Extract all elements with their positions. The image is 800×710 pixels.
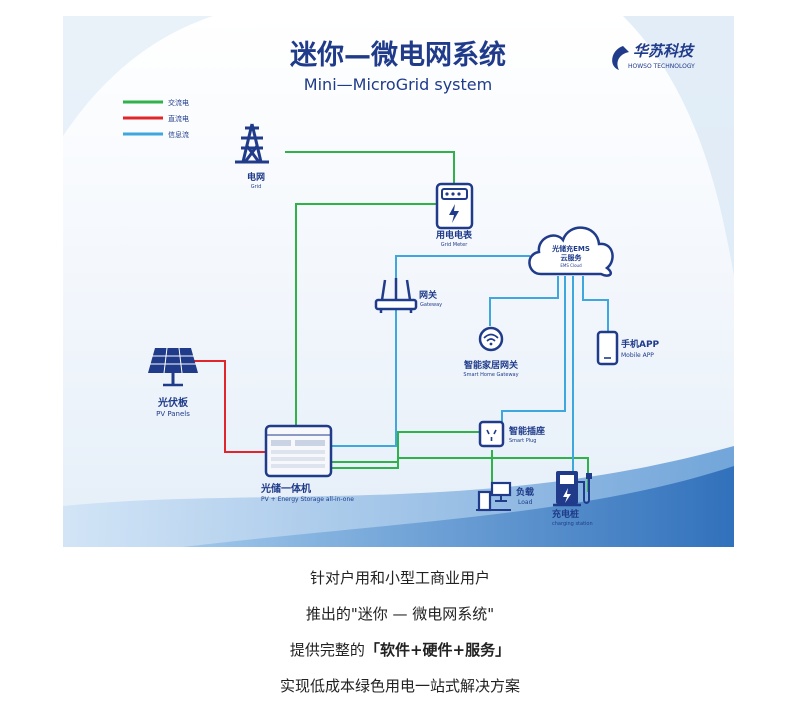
gateway-node: 网关 Gateway bbox=[374, 278, 442, 313]
plug-label-en: Smart Plug bbox=[509, 438, 536, 444]
plug-node: 智能插座 Smart Plug bbox=[478, 420, 545, 448]
grid-label-cn: 电网 bbox=[247, 171, 265, 183]
storage-label-en: PV + Energy Storage all-in-one bbox=[261, 496, 354, 503]
caption-line-3-prefix: 提供完整的 bbox=[289, 641, 365, 659]
cloud-label-cn1: 光储充EMS bbox=[551, 244, 590, 253]
app-label-en: Mobile APP bbox=[621, 352, 654, 359]
caption-line-3-bold: 「软件+硬件+服务」 bbox=[364, 641, 511, 659]
legend-dc-label: 直流电 bbox=[168, 114, 189, 123]
info-cloud-app bbox=[582, 276, 609, 332]
storage-label-cn: 光储一体机 bbox=[260, 482, 311, 495]
info-cloud-plug bbox=[501, 276, 566, 426]
caption-line-4: 实现低成本绿色用电一站式解决方案 bbox=[279, 677, 520, 695]
legend-info-label: 信息流 bbox=[168, 130, 189, 139]
power-tower-icon bbox=[235, 123, 269, 164]
grid-node: 电网 Grid bbox=[235, 123, 269, 190]
pv-node: 光伏板 PV Panels bbox=[148, 347, 198, 418]
gateway-label-en: Gateway bbox=[420, 302, 442, 308]
charger-node: 充电桩 charging station bbox=[552, 471, 593, 527]
load-label-cn: 负载 bbox=[516, 486, 534, 498]
title-en: Mini—MicroGrid system bbox=[304, 75, 492, 94]
legend-ac-label: 交流电 bbox=[168, 98, 189, 107]
company-logo: 华苏科技 HOWSO TECHNOLOGY bbox=[612, 42, 695, 70]
title-cn: 迷你—微电网系统 bbox=[290, 39, 506, 71]
bottom-swoosh-dark bbox=[183, 466, 734, 547]
logo-en: HOWSO TECHNOLOGY bbox=[628, 63, 695, 70]
meter-label-en: Grid Meter bbox=[441, 242, 469, 248]
meter-label-cn: 用电电表 bbox=[435, 229, 473, 241]
microgrid-diagram: 迷你—微电网系统 Mini—MicroGrid system 华苏科技 HOWS… bbox=[63, 16, 734, 547]
ac-storage-charger bbox=[331, 457, 589, 492]
solar-panel-icon bbox=[148, 347, 198, 387]
storage-unit-icon bbox=[264, 424, 333, 478]
app-label-cn: 手机APP bbox=[621, 338, 660, 350]
ac-storage-plug bbox=[331, 431, 480, 463]
router-icon bbox=[374, 278, 418, 313]
grid-label-en: Grid bbox=[251, 184, 262, 190]
load-label-en: Load bbox=[518, 499, 533, 506]
caption: 针对户用和小型工商业用户 推出的"迷你 — 微电网系统" 提供完整的「软件+硬件… bbox=[0, 560, 800, 704]
info-storage-gateway bbox=[331, 255, 530, 447]
cloud-label-cn2: 云服务 bbox=[561, 253, 583, 262]
logo-cn: 华苏科技 bbox=[633, 42, 695, 60]
logo-mark-icon bbox=[612, 46, 629, 70]
cloud-label-en: EMS Cloud bbox=[560, 263, 582, 268]
meter-icon bbox=[435, 182, 474, 230]
ev-charger-icon bbox=[553, 471, 592, 507]
charger-label-en: charging station bbox=[552, 521, 593, 527]
pv-label-en: PV Panels bbox=[156, 410, 190, 418]
wifi-hub-icon bbox=[478, 326, 504, 352]
left-swoosh bbox=[63, 16, 213, 136]
cloud-icon bbox=[528, 226, 614, 277]
load-node: 负载 Load bbox=[476, 481, 534, 512]
pv-label-cn: 光伏板 bbox=[157, 396, 189, 409]
app-node: 手机APP Mobile APP bbox=[596, 330, 660, 366]
dc-pv-storage bbox=[193, 360, 266, 453]
info-lines bbox=[331, 255, 609, 486]
right-swoosh bbox=[623, 16, 734, 276]
gateway-label-cn: 网关 bbox=[419, 289, 437, 301]
home-gateway-label-en: Smart Home Gateway bbox=[463, 372, 518, 378]
ac-grid-meter bbox=[285, 151, 455, 184]
socket-icon bbox=[478, 420, 505, 448]
charger-label-cn: 充电桩 bbox=[552, 508, 579, 520]
phone-icon bbox=[596, 330, 619, 366]
legend: 交流电 直流电 信息流 bbox=[123, 98, 189, 139]
info-cloud-homegateway bbox=[489, 276, 559, 326]
storage-node: 光储一体机 PV + Energy Storage all-in-one bbox=[260, 424, 354, 503]
computer-load-icon bbox=[476, 481, 512, 512]
meter-node: 用电电表 Grid Meter bbox=[435, 182, 474, 248]
home-gateway-label-cn: 智能家居网关 bbox=[464, 359, 518, 371]
caption-line-2: 推出的"迷你 — 微电网系统" bbox=[305, 605, 495, 623]
home-gateway-node: 智能家居网关 Smart Home Gateway bbox=[463, 326, 519, 378]
caption-line-1: 针对户用和小型工商业用户 bbox=[309, 569, 490, 587]
caption-line-3: 提供完整的「软件+硬件+服务」 bbox=[0, 632, 800, 668]
plug-label-cn: 智能插座 bbox=[509, 425, 545, 437]
cloud-node: 光储充EMS 云服务 EMS Cloud bbox=[528, 226, 614, 277]
